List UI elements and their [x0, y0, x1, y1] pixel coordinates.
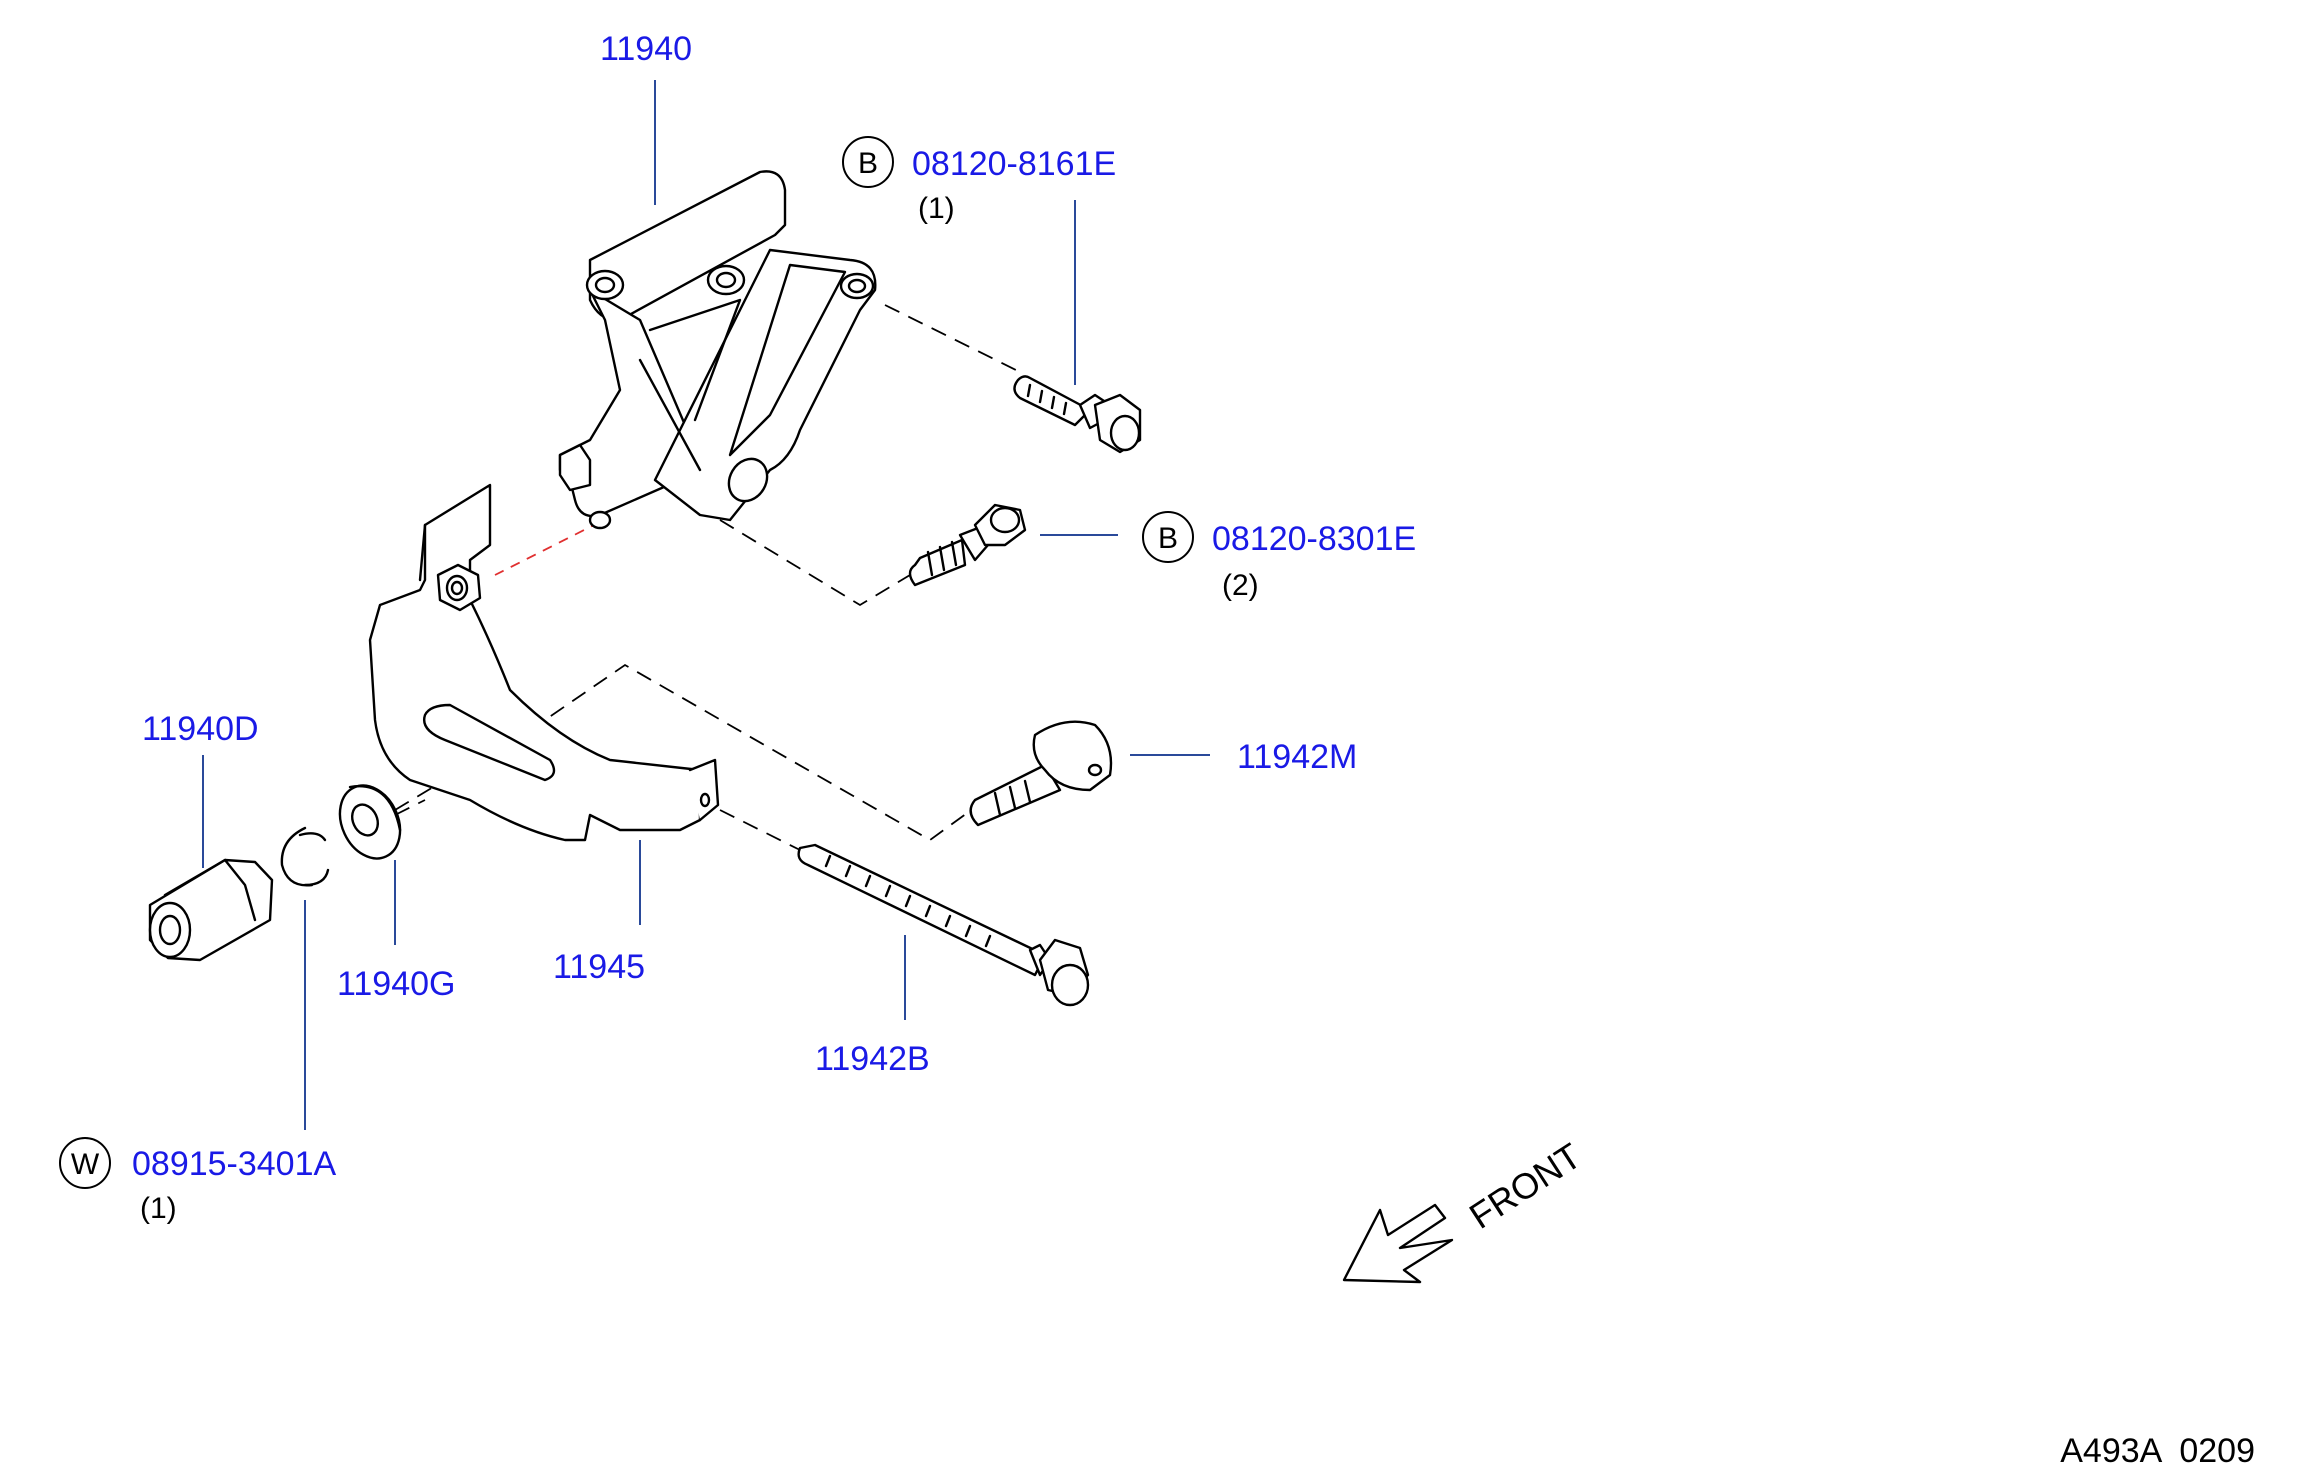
badge-top: B — [842, 136, 894, 188]
bolt-11942B[interactable] — [797, 843, 1090, 1007]
clip-08915-3401A[interactable] — [280, 826, 330, 887]
label-08915-3401A[interactable]: 08915-3401A — [132, 1145, 337, 1183]
leader-lines — [202, 80, 1210, 1130]
diagram-code: A493A 0209 — [2060, 1432, 2255, 1470]
washer-11940G[interactable] — [329, 776, 412, 869]
label-11940G[interactable]: 11940G — [337, 965, 455, 1003]
label-11940[interactable]: 11940 — [600, 30, 692, 68]
bolt-08120-8301E[interactable] — [908, 503, 1027, 587]
label-11940D[interactable]: 11940D — [142, 710, 259, 748]
front-arrow-icon — [1342, 1203, 1454, 1284]
bracket-11940[interactable] — [558, 170, 877, 530]
badge-washer-letter: W — [71, 1148, 100, 1181]
label-11942M[interactable]: 11942M — [1237, 738, 1357, 776]
badge-washer: W — [59, 1137, 111, 1189]
spacer-11940D[interactable] — [148, 858, 274, 962]
qty-08120-8161E: (1) — [918, 192, 955, 225]
qty-08915-3401A: (1) — [140, 1192, 177, 1225]
label-11945[interactable]: 11945 — [553, 948, 645, 986]
label-11942B[interactable]: 11942B — [815, 1040, 930, 1078]
qty-08120-8301E: (2) — [1222, 569, 1259, 602]
bracket-11945[interactable] — [368, 483, 720, 842]
badge-mid-letter: B — [1158, 522, 1178, 555]
bolt-08120-8161E[interactable] — [1013, 375, 1142, 454]
front-label: FRONT — [1462, 1135, 1588, 1237]
label-08120-8301E[interactable]: 08120-8301E — [1212, 520, 1416, 558]
bolt-11942M[interactable] — [969, 720, 1113, 827]
label-08120-8161E[interactable]: 08120-8161E — [912, 145, 1116, 183]
badge-mid: B — [1142, 511, 1194, 563]
badge-top-letter: B — [858, 147, 878, 180]
